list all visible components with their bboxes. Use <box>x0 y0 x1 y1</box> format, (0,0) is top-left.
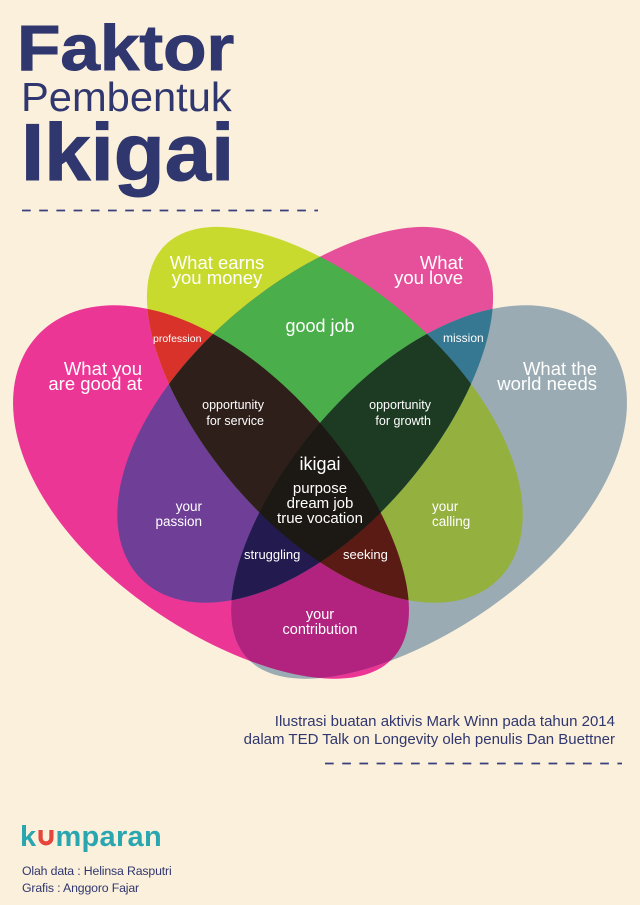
region-label-line: your <box>432 499 459 514</box>
region-label-good-job: good job <box>260 316 380 336</box>
region-label-line: true vocation <box>277 510 363 527</box>
region-label-line: dream job <box>286 495 354 512</box>
region-label-line: opportunity <box>202 398 264 412</box>
region-label-line: good job <box>285 316 355 336</box>
set-label-line: you money <box>171 267 263 288</box>
region-label-opportunity-for-service: opportunity for service <box>164 397 264 429</box>
region-label-line: your <box>305 607 335 623</box>
set-label-line: What you <box>63 358 142 379</box>
region-label-passion: your passion <box>122 499 202 529</box>
region-label-line: opportunity <box>369 398 431 412</box>
set-label-money: What earns you money <box>147 252 287 288</box>
source-caption: Ilustrasi buatan aktivis Mark Winn pada … <box>200 713 615 749</box>
region-label-line: struggling <box>244 547 301 562</box>
set-label-line: world needs <box>497 373 597 394</box>
set-label-line: What <box>419 252 463 273</box>
credits: Olah data : Helinsa Rasputri Grafis : An… <box>22 863 172 897</box>
logo-text-suffix: mparan <box>55 821 162 853</box>
region-label-line: ikigai <box>299 454 341 474</box>
set-label-line: What earns <box>169 252 265 273</box>
caption-line: dalam TED Talk on Longevity oleh penulis… <box>243 731 615 748</box>
region-label-line: profession <box>153 333 202 345</box>
region-label-line: for growth <box>375 414 431 428</box>
set-label-line: you love <box>394 267 463 288</box>
set-label-love: What you love <box>343 252 463 288</box>
region-label-contribution: your contribution <box>250 608 390 638</box>
region-label-seeking: seeking <box>343 547 388 562</box>
title-line-ikigai: Ikigai <box>20 108 235 198</box>
region-label-line: contribution <box>282 622 358 638</box>
set-label-good-at: What you are good at <box>22 358 142 394</box>
region-label-calling: your calling <box>432 499 470 529</box>
logo-u-magnet-icon <box>38 830 54 846</box>
caption-line: Ilustrasi buatan aktivis Mark Winn pada … <box>274 713 615 730</box>
region-label-mission: mission <box>443 331 484 345</box>
region-label-struggling: struggling <box>244 547 300 562</box>
region-label-profession: profession <box>153 333 201 345</box>
region-label-line: purpose <box>292 480 348 497</box>
region-label-line: seeking <box>343 547 388 562</box>
set-label-line: What the <box>522 358 597 379</box>
title-line-faktor: Faktor <box>16 12 235 84</box>
credit-graphics: Grafis : Anggoro Fajar <box>22 881 139 895</box>
set-label-world: What the world needs <box>477 358 597 394</box>
region-label-opportunity-for-growth: opportunity for growth <box>331 397 431 429</box>
region-label-line: calling <box>432 514 471 529</box>
set-label-line: are good at <box>48 373 142 394</box>
logo-text-prefix: k <box>20 821 37 853</box>
title-line-pembentuk: Pembentuk <box>21 74 232 120</box>
region-label-line: passion <box>155 514 202 529</box>
region-label-ikigai-meanings: purpose dream job true vocation <box>240 481 400 526</box>
region-label-line: mission <box>443 331 484 345</box>
region-label-ikigai: ikigai <box>260 454 380 474</box>
region-label-line: for service <box>206 414 264 428</box>
region-label-line: your <box>175 499 202 514</box>
credit-data: Olah data : Helinsa Rasputri <box>22 864 172 878</box>
